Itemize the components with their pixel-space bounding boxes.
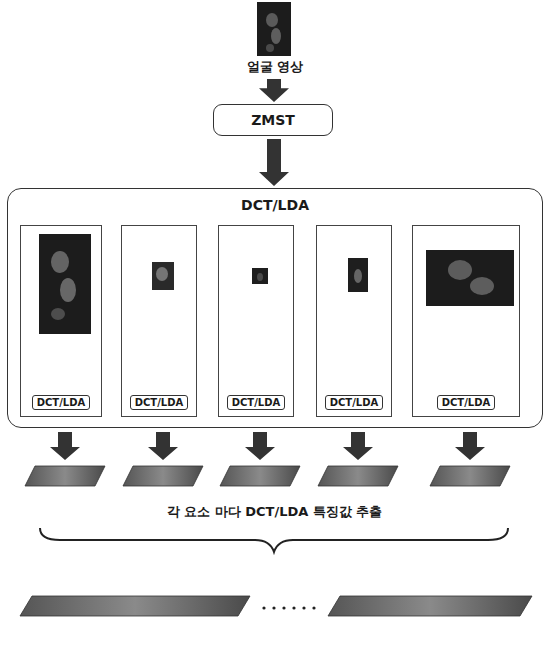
component-panel: DCT/LDA: [20, 225, 102, 417]
component-label: DCT/LDA: [437, 395, 496, 410]
group-title: DCT/LDA: [8, 197, 542, 213]
component-label: DCT/LDA: [32, 395, 91, 410]
note-label: 각 요소 마다 DCT/LDA 특징값 추출: [0, 503, 549, 521]
node-label: 얼굴 영상: [219, 58, 331, 76]
block-arrow: [259, 79, 289, 102]
eye-region-image: [152, 262, 174, 290]
component-panel: DCT/LDA: [412, 225, 520, 417]
combined-feature-vector: [20, 596, 532, 616]
component-label: DCT/LDA: [130, 395, 189, 410]
brace: [40, 528, 508, 552]
ellipsis-dots: [262, 606, 315, 609]
component-panel: DCT/LDA: [218, 225, 294, 417]
face-image: [39, 234, 91, 334]
feature-vector: [25, 466, 510, 486]
block-arrow: [259, 139, 289, 186]
block-arrow: [50, 432, 485, 460]
component-label: DCT/LDA: [325, 395, 384, 410]
face-image: [257, 2, 291, 56]
nose-region-image: [252, 268, 268, 284]
component-panel: DCT/LDA: [121, 225, 197, 417]
node-label: ZMST: [251, 112, 295, 128]
component-panel: DCT/LDA: [316, 225, 392, 417]
process-box: ZMST: [213, 104, 333, 136]
component-label: DCT/LDA: [227, 395, 286, 410]
face-region-image: [426, 250, 514, 306]
mouth-region-image: [348, 258, 368, 292]
group-box: DCT/LDA DCT/LDA DCT/LDA DCT/LDA DCT/LDA DCT/L…: [7, 188, 543, 428]
image-caption: 얼굴 영상: [219, 58, 331, 76]
